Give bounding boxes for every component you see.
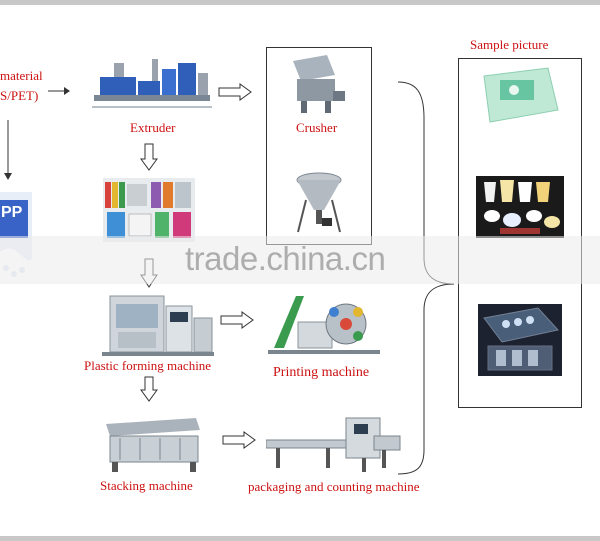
plastic-sheet-rolls-image xyxy=(103,178,195,242)
printing-machine-label: Printing machine xyxy=(273,365,369,381)
crusher-image xyxy=(283,53,347,115)
hollow-down-arrow-icon xyxy=(140,376,158,402)
raw-material-sublabel: S/PET) xyxy=(0,88,38,104)
hollow-right-arrow-icon xyxy=(218,83,252,101)
hollow-right-arrow-icon xyxy=(222,431,256,449)
extruder-image xyxy=(92,55,212,117)
packaging-counting-machine-image xyxy=(266,412,402,476)
raw-material-label: material xyxy=(0,68,43,84)
hollow-right-arrow-icon xyxy=(220,311,254,329)
bottom-border-bar xyxy=(0,536,600,541)
top-border-bar xyxy=(0,0,600,5)
mixer-image xyxy=(292,170,346,234)
watermark-text: trade.china.cn xyxy=(185,240,385,278)
extruder-label: Extruder xyxy=(130,120,175,136)
line-arrow-right-icon xyxy=(48,86,70,96)
stacking-machine-label: Stacking machine xyxy=(100,478,193,494)
stacking-machine-image xyxy=(102,416,202,474)
sample-blister-tray-image xyxy=(478,304,562,376)
sample-packaging-bag-image xyxy=(478,66,562,124)
bag-brand-text: PP xyxy=(1,204,22,222)
crusher-label: Crusher xyxy=(296,120,337,136)
sample-printed-cups-image xyxy=(476,176,564,238)
sample-picture-title: Sample picture xyxy=(470,37,548,53)
packaging-counting-machine-label: packaging and counting machine xyxy=(248,479,419,495)
hollow-down-arrow-icon xyxy=(140,143,158,171)
line-arrow-down-icon xyxy=(3,120,13,180)
plastic-forming-machine-image xyxy=(102,292,214,360)
plastic-forming-machine-label: Plastic forming machine xyxy=(84,358,211,374)
printing-machine-image xyxy=(268,292,380,358)
